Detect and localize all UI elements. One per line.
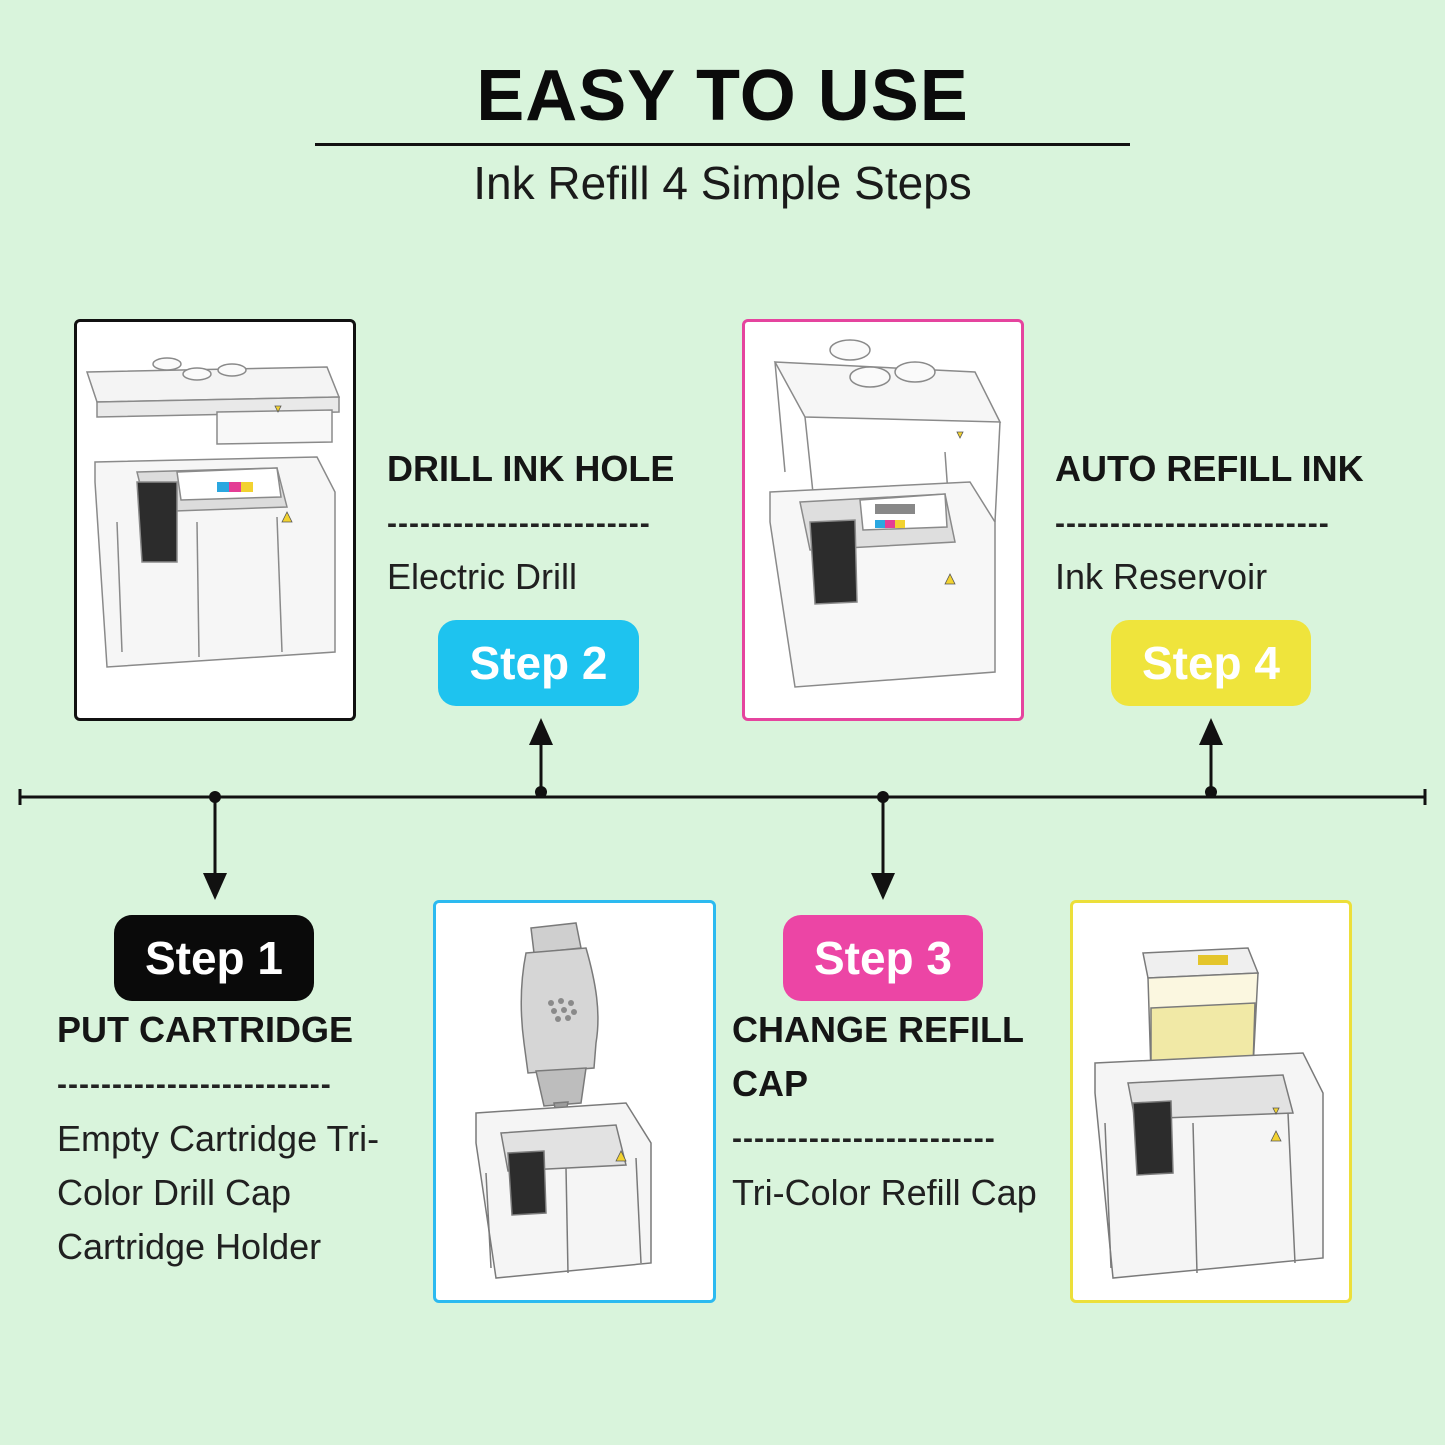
step3-heading-line: CHANGE REFILL — [732, 1009, 1024, 1050]
step2-badge: Step 2 — [438, 620, 639, 706]
step2-image-frame — [433, 900, 716, 1303]
page-title: EASY TO USE — [476, 56, 969, 136]
step3-divider: ------------------------ — [732, 1122, 996, 1155]
page-subtitle: Ink Refill 4 Simple Steps — [473, 157, 972, 209]
title-divider — [315, 143, 1130, 146]
step4-description: Ink Reservoir — [1055, 556, 1268, 597]
step3-heading-line: CAP — [732, 1063, 809, 1104]
ink-reservoir-on-cartridge-illustration — [1094, 947, 1324, 1279]
step1-description-line: Color Drill Cap — [57, 1172, 292, 1213]
ink-bottle-filling-illustration — [475, 922, 652, 1279]
step1-description-line: Empty Cartridge Tri- — [57, 1118, 380, 1159]
step1-description: Empty Cartridge Tri- Color Drill Cap Car… — [57, 1112, 379, 1274]
step1-heading: PUT CARTRIDGE — [57, 1009, 353, 1050]
step3-heading: CHANGE REFILL CAP — [732, 1003, 1024, 1111]
step1-image-frame — [74, 319, 356, 721]
step4-badge: Step 4 — [1111, 620, 1311, 706]
step3-image-frame — [742, 319, 1024, 721]
step4-heading: AUTO REFILL INK — [1055, 448, 1364, 489]
cartridge-with-drill-cap-illustration — [85, 357, 341, 668]
step2-description: Electric Drill — [387, 556, 578, 597]
step3-badge: Step 3 — [783, 915, 983, 1001]
step4-image-frame — [1070, 900, 1352, 1303]
step1-description-line: Cartridge Holder — [57, 1226, 322, 1267]
step1-badge: Step 1 — [114, 915, 314, 1001]
step3-description: Tri-Color Refill Cap — [732, 1172, 1037, 1213]
step2-heading: DRILL INK HOLE — [387, 448, 675, 489]
step1-divider: ------------------------- — [57, 1068, 332, 1101]
refill-cap-on-cartridge-illustration — [769, 339, 1002, 688]
step2-divider: ------------------------ — [387, 507, 651, 540]
step4-divider: ------------------------- — [1055, 507, 1330, 540]
